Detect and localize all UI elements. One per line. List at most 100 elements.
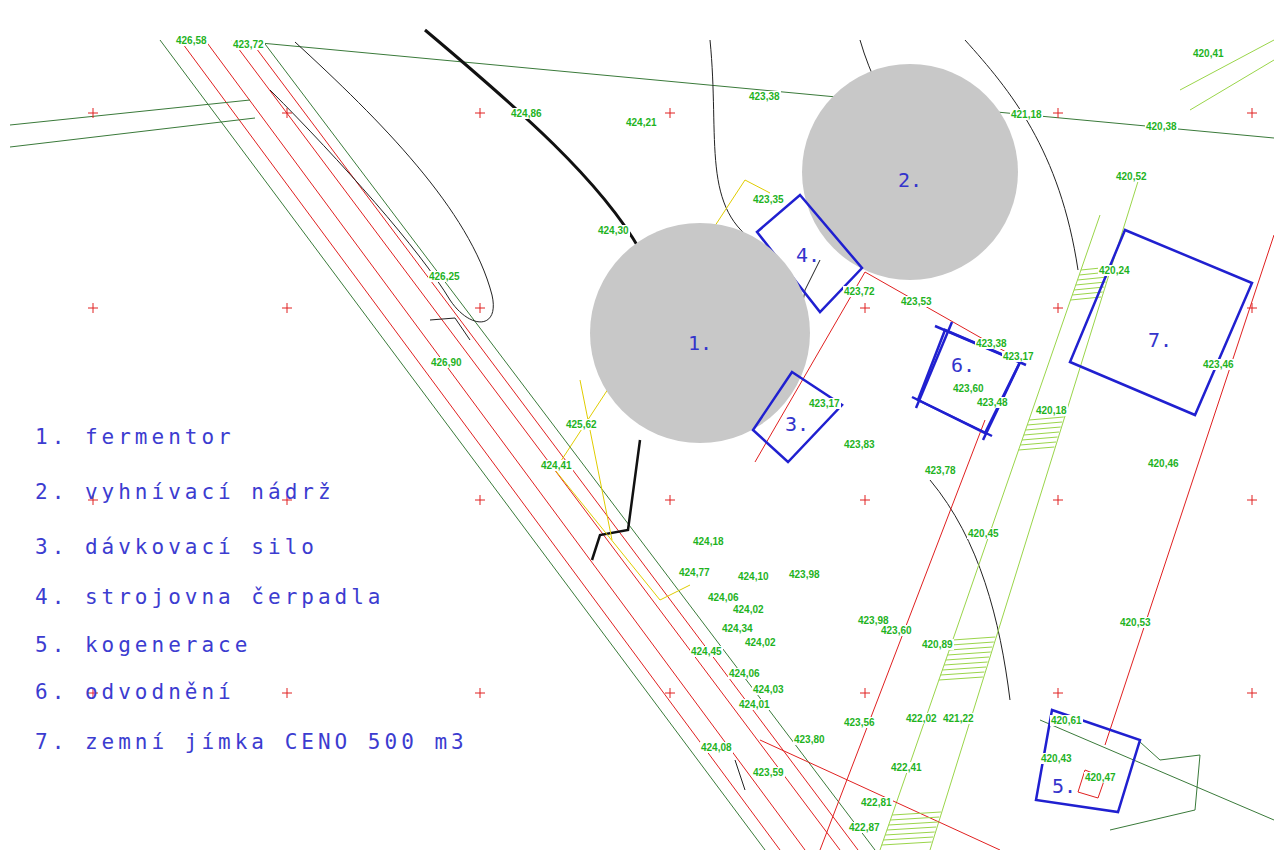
grid-cross [1247,108,1257,118]
legend-entry: 7. zemní jímka CENO 500 m3 [35,729,468,755]
spot-elevation: 424,06 [728,668,761,679]
hatch-line [882,842,932,845]
spot-elevation: 423,56 [843,717,876,728]
grid-cross [475,108,485,118]
hatch-line [946,657,989,660]
contour-line [735,760,745,790]
parcel-line [262,40,875,850]
spot-elevation: 423,17 [808,398,841,409]
yellow-line [745,180,770,193]
hatch-line [941,672,985,675]
spot-elevation: 424,02 [732,604,765,615]
object-outline [916,322,952,408]
spot-elevation: 423,38 [975,338,1008,349]
yellow-line [580,380,612,540]
lot-line [760,740,1000,850]
callout-number: 2. [898,168,922,192]
spot-elevation: 420,38 [1145,121,1178,132]
grid-cross [475,303,485,313]
tank-circle: 2. [802,64,1018,280]
spot-elevation: 423,72 [843,286,876,297]
legend-entry: 4. strojovna čerpadla [35,584,385,610]
hatch-line [887,827,936,830]
road-edge [205,40,805,850]
spot-elevation: 424,18 [692,536,725,547]
spot-elevation: 420,18 [1035,405,1068,416]
grid-cross [475,688,485,698]
embankment-edge [1190,60,1274,110]
building-outline: 7. [1070,230,1252,415]
spot-elevation: 422,02 [905,713,938,724]
hatch-line [942,667,986,670]
embankment-edge [880,215,1100,850]
spot-elevation: 422,41 [890,762,923,773]
spot-elevation: 423,59 [752,767,785,778]
spot-elevation: 420,47 [1084,772,1117,783]
legend-entry: 1. fermentor [35,424,235,450]
building-outline: 3. [753,372,842,462]
road-edge [232,40,840,850]
parcel-line [250,42,1274,138]
grid-cross [665,495,675,505]
spot-elevation: 423,17 [1002,351,1035,362]
spot-elevation: 420,53 [1119,617,1152,628]
callout-number: 1. [688,331,712,355]
hatch-line [884,837,934,840]
hatch-line [1024,432,1059,435]
contour-line [270,42,493,322]
grid-cross [1247,688,1257,698]
road-edge [180,40,780,850]
spot-elevation: 424,86 [510,108,543,119]
lot-line [1105,235,1274,745]
spot-elevation: 424,08 [700,742,733,753]
spot-elevation: 423,60 [880,625,913,636]
grid-cross [282,688,292,698]
parcel-line [10,100,250,125]
grid-cross [1247,495,1257,505]
spot-elevation: 424,21 [625,117,658,128]
spot-elevation: 423,80 [793,734,826,745]
grid-cross [282,108,292,118]
legend-entry: 5. kogenerace [35,632,251,658]
parcel-line [10,118,255,147]
spot-elevation: 423,46 [1202,359,1235,370]
spot-elevation: 420,41 [1192,48,1225,59]
parcel-line [160,40,765,850]
hatch-line [951,642,994,645]
outline-polygon [753,372,842,462]
grid-cross [665,108,675,118]
spot-elevation: 420,43 [1040,753,1073,764]
spot-elevation: 422,81 [860,797,893,808]
grid-cross [1053,108,1063,118]
spot-elevation: 424,45 [690,646,723,657]
spot-elevation: 426,90 [430,357,463,368]
hatch-line [890,817,939,820]
grid-cross [665,688,675,698]
hatch-line [948,652,991,655]
lot-line [820,420,985,850]
legend-entry: 2. vyhnívací nádrž [35,479,335,505]
outline-polygon [1036,710,1140,812]
spot-elevation: 420,89 [921,639,954,650]
hatch-line [892,812,941,815]
hatch-line [1027,422,1062,425]
grid-cross [1053,495,1063,505]
parcel-line [1110,742,1200,830]
callout-number: 7. [1148,328,1172,352]
grid-cross [1053,303,1063,313]
legend-entry: 3. dávkovací silo [35,534,318,560]
pipeline [425,30,640,250]
grid-cross [860,495,870,505]
spot-elevation: 424,34 [721,623,754,634]
spot-elevation: 423,60 [952,383,985,394]
spot-elevation: 420,52 [1115,171,1148,182]
spot-elevation: 424,77 [678,567,711,578]
hatch-line [1019,447,1055,450]
pipeline [592,440,640,560]
spot-elevation: 424,30 [597,225,630,236]
hatch-line [944,662,988,665]
spot-elevation: 420,46 [1147,458,1180,469]
grid-cross [88,303,98,313]
contour-line [710,40,760,245]
